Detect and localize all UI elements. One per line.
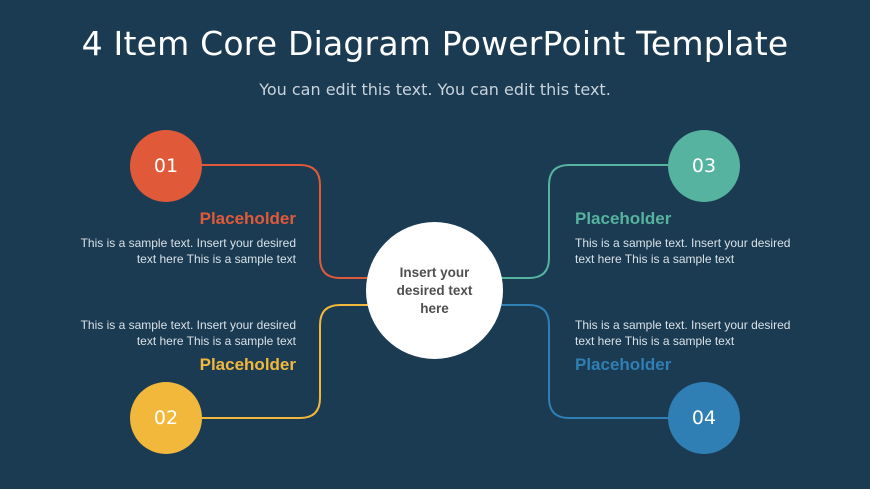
slide-subtitle: You can edit this text. You can edit thi… xyxy=(259,80,611,99)
item-04-number: 04 xyxy=(691,407,717,429)
item-01-heading: Placeholder xyxy=(199,209,296,228)
item-03-text-line1: This is a sample text. Insert your desir… xyxy=(575,236,791,250)
item-01-text-line1: This is a sample text. Insert your desir… xyxy=(80,236,296,250)
item-03-number: 03 xyxy=(691,155,717,177)
item-02-number: 02 xyxy=(153,407,179,429)
item-01-text-line2: text here This is a sample text xyxy=(136,252,296,266)
item-02-heading: Placeholder xyxy=(199,355,296,374)
slide-title: 4 Item Core Diagram PowerPoint Template xyxy=(81,24,789,63)
item-04-circle: 04 xyxy=(668,382,740,454)
item-03-text-line2: text here This is a sample text xyxy=(575,252,735,266)
item-01-text: This is a sample text. Insert your desir… xyxy=(66,235,296,267)
item-04-text-line1: This is a sample text. Insert your desir… xyxy=(575,318,791,332)
connector-02 xyxy=(201,304,372,419)
item-04-heading: Placeholder xyxy=(575,355,672,374)
item-03-text: This is a sample text. Insert your desir… xyxy=(575,235,805,267)
item-01-circle: 01 xyxy=(130,130,202,202)
core-text: Insert your desired text here xyxy=(396,264,473,316)
item-01-number: 01 xyxy=(153,155,179,177)
item-04-text: This is a sample text. Insert your desir… xyxy=(575,317,805,349)
connector-01 xyxy=(201,164,372,279)
connector-03 xyxy=(497,164,668,279)
connector-04 xyxy=(497,304,668,419)
core-circle: Insert your desired text here xyxy=(366,222,503,359)
item-03-heading: Placeholder xyxy=(575,209,672,228)
item-02-text-line1: This is a sample text. Insert your desir… xyxy=(80,318,296,332)
item-04-text-line2: text here This is a sample text xyxy=(575,334,735,348)
item-03-circle: 03 xyxy=(668,130,740,202)
item-02-circle: 02 xyxy=(130,382,202,454)
item-02-text-line2: text here This is a sample text xyxy=(136,334,296,348)
item-02-text: This is a sample text. Insert your desir… xyxy=(66,317,296,349)
